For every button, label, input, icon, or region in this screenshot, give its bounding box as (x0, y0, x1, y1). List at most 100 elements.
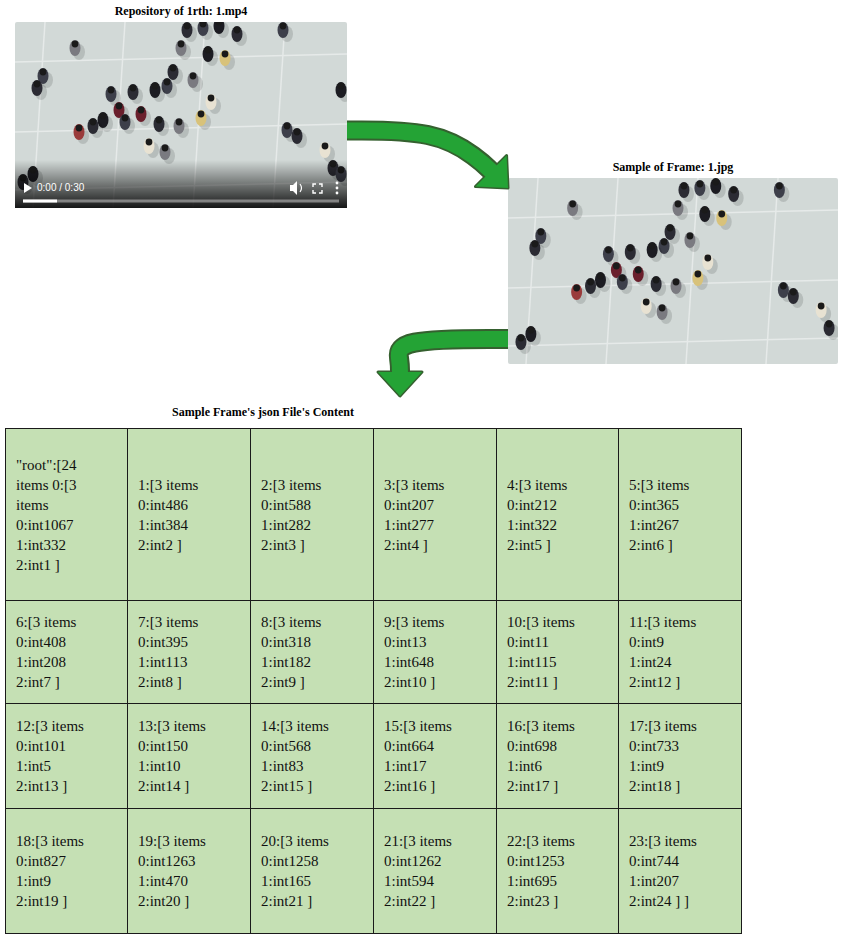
floor (15, 22, 347, 208)
cell-text: 9:[3 items 0:int13 1:int648 2:int10 ] (384, 612, 458, 692)
pedestrian (710, 178, 726, 198)
head (605, 247, 612, 254)
head (704, 255, 711, 262)
json-cell: 22:[3 items 0:int1253 1:int695 2:int23 ] (496, 808, 619, 934)
pedestrian (774, 182, 790, 202)
video-still (15, 22, 347, 208)
head (537, 229, 544, 236)
arrowhead-outline (378, 372, 422, 396)
body (585, 278, 596, 294)
head (294, 129, 301, 136)
body (625, 244, 636, 260)
body (673, 200, 684, 216)
head (198, 111, 205, 118)
floor-tiles (508, 178, 838, 364)
json-cell: 17:[3 items 0:int733 1:int9 2:int18 ] (618, 703, 742, 809)
cell-text: 23:[3 items 0:int744 1:int207 2:int24 ] … (629, 831, 703, 911)
body (778, 282, 789, 298)
cell-text: 13:[3 items 0:int150 1:int10 2:int14 ] (138, 716, 212, 796)
head (730, 187, 737, 194)
head (776, 183, 783, 190)
head (627, 245, 634, 252)
cell-text: 2:[3 items 0:int588 1:int282 2:int3 ] (261, 475, 335, 555)
pedestrian (320, 142, 336, 162)
body (571, 284, 582, 300)
panel-title: Repository of 1rth: 1.mp4 (15, 4, 347, 18)
head (718, 211, 725, 218)
pedestrians (515, 178, 838, 354)
pedestrian (278, 22, 294, 42)
cell-text: 22:[3 items 0:int1253 1:int695 2:int23 ] (507, 831, 581, 911)
body (320, 142, 331, 158)
body (154, 116, 165, 132)
json-cell: 8:[3 items 0:int318 1:int182 2:int9 ] (250, 600, 374, 704)
body (728, 186, 739, 202)
json-cell: 21:[3 items 0:int1262 1:int594 2:int22 ] (373, 808, 497, 934)
head (208, 95, 215, 102)
head (72, 41, 79, 48)
body (657, 304, 668, 320)
head (40, 69, 47, 76)
head (649, 243, 656, 250)
pedestrian (651, 276, 667, 296)
body (567, 200, 578, 216)
json-cell: 7:[3 items 0:int395 1:int113 2:int8 ] (127, 600, 251, 704)
pedestrian (678, 182, 694, 202)
body (515, 334, 526, 350)
pedestrian (196, 110, 212, 130)
head (156, 117, 163, 124)
body (88, 118, 99, 134)
floor (508, 178, 838, 364)
head (643, 299, 650, 306)
head (108, 87, 115, 94)
json-cell: 1:[3 items 0:int486 1:int384 2:int2 ] (127, 428, 251, 601)
pedestrian (214, 22, 230, 38)
head (653, 277, 660, 284)
head (597, 273, 604, 280)
head (122, 115, 129, 122)
head (34, 81, 41, 88)
video-panel: Repository of 1rth: 1.mp40:00 / 0:30 (15, 4, 347, 208)
pedestrian (684, 232, 700, 252)
head (176, 119, 183, 126)
pedestrian (120, 114, 136, 134)
head (178, 41, 185, 48)
head (659, 305, 666, 312)
head (200, 22, 207, 27)
head (694, 271, 701, 278)
panel-title: Sample of Frame: 1.jpg (508, 160, 838, 174)
body (617, 274, 628, 290)
head (518, 335, 525, 342)
body (70, 40, 81, 56)
pedestrian (657, 304, 673, 324)
head (146, 139, 153, 146)
body (665, 224, 676, 240)
floor-tiles (15, 22, 347, 208)
pedestrian (32, 80, 48, 100)
cell-text: 8:[3 items 0:int318 1:int182 2:int9 ] (261, 612, 335, 692)
body (633, 266, 644, 282)
fullscreen-icon (313, 184, 322, 193)
json-cell: 14:[3 items 0:int568 1:int83 2:int15 ] (250, 703, 374, 809)
cell-text: "root":[24 items 0:[3 items 0:int1067 1:… (16, 455, 90, 575)
head (681, 183, 688, 190)
body (144, 138, 155, 154)
body (651, 276, 662, 292)
body (671, 278, 682, 294)
control-bar (15, 160, 347, 208)
body (816, 302, 827, 318)
head (205, 47, 212, 54)
head (100, 113, 107, 120)
head (338, 83, 345, 90)
body (716, 210, 727, 226)
cell-text: 6:[3 items 0:int408 1:int208 2:int7 ] (16, 612, 90, 692)
pedestrian (232, 26, 248, 46)
head (130, 85, 137, 92)
arrowhead (378, 372, 422, 396)
head (569, 201, 576, 208)
cell-text: 5:[3 items 0:int365 1:int267 2:int6 ] (629, 475, 703, 555)
volume-wave (300, 184, 302, 192)
head (284, 123, 291, 130)
head (667, 225, 674, 232)
